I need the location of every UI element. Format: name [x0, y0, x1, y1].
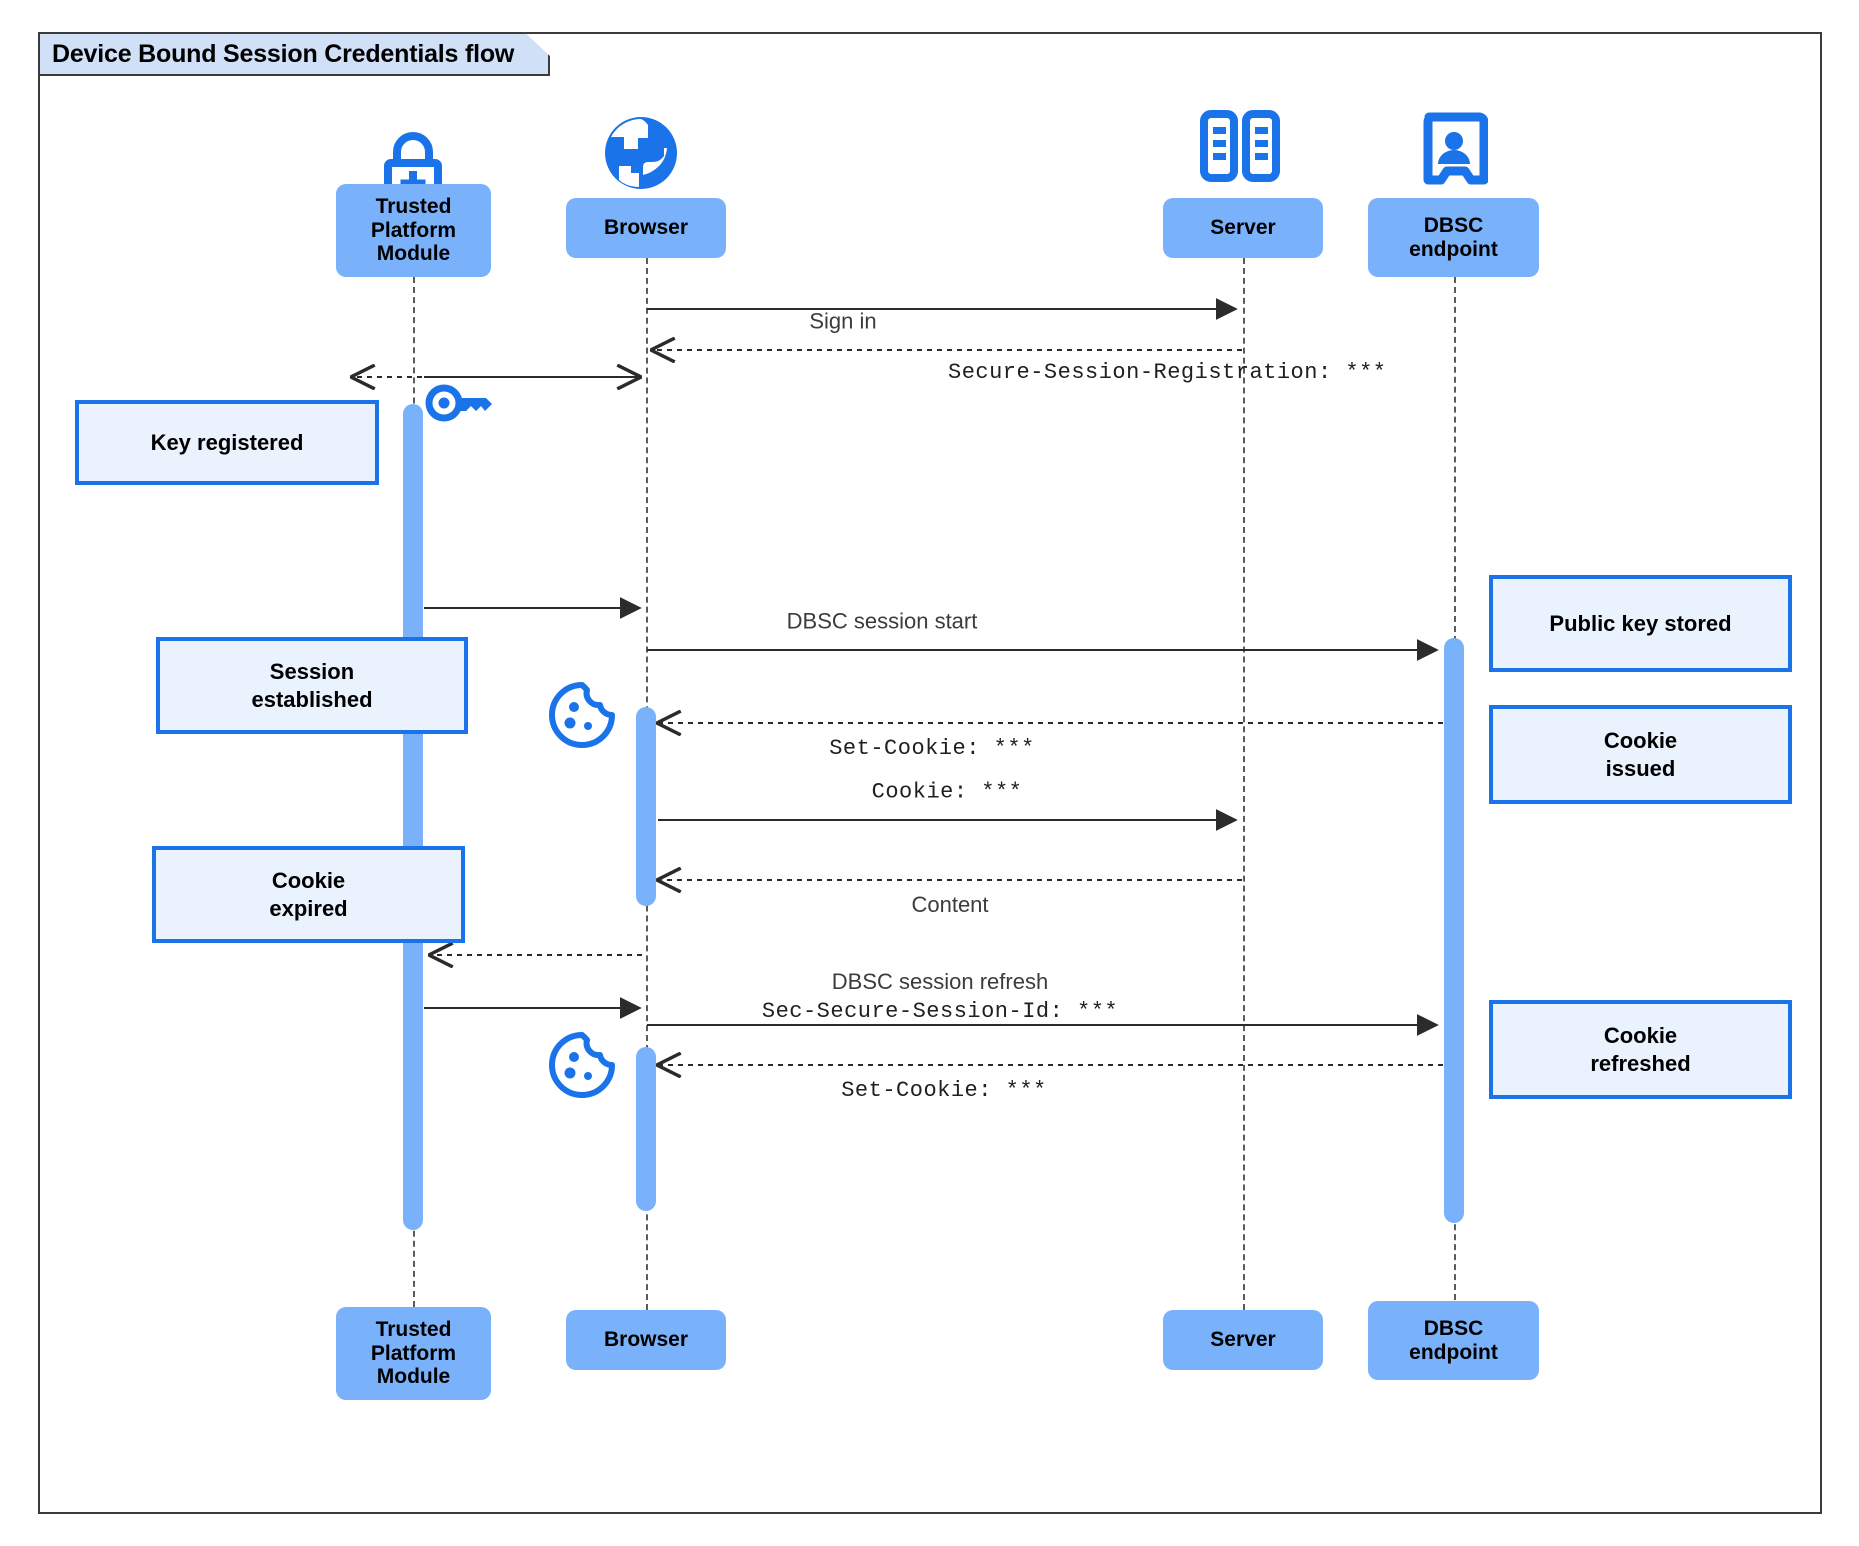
message-label-sign-in: Sign in — [809, 308, 877, 334]
key-icon — [424, 380, 496, 426]
participant-server-bottom[interactable]: Server — [1163, 1310, 1323, 1370]
globe-icon — [602, 114, 680, 192]
participant-server-top[interactable]: Server — [1163, 198, 1323, 258]
note-label: Cookie expired — [269, 868, 348, 921]
message-label-dbsc-session-refresh: DBSC session refresh — [831, 969, 1049, 994]
activation-dbsc — [1444, 638, 1464, 1223]
activation-browser-1 — [636, 707, 656, 906]
participant-label: Trusted Platform Module — [370, 195, 457, 266]
note-public-key-stored: Public key stored — [1489, 575, 1792, 672]
participant-tpm-bottom[interactable]: Trusted Platform Module — [336, 1307, 491, 1400]
participant-browser-bottom[interactable]: Browser — [566, 1310, 726, 1370]
participant-label: Trusted Platform Module — [370, 1318, 457, 1389]
note-cookie-issued: Cookie issued — [1489, 705, 1792, 804]
participant-browser-top[interactable]: Browser — [566, 198, 726, 258]
message-label-content: Content — [911, 892, 989, 917]
participant-tpm-top[interactable]: Trusted Platform Module — [336, 184, 491, 277]
participant-label: Server — [1210, 1328, 1276, 1352]
note-key-registered: Key registered — [75, 400, 379, 485]
participant-label: Server — [1210, 216, 1276, 240]
message-label-set-cookie-1: Set-Cookie: *** — [829, 736, 1035, 761]
note-session-established: Session established — [156, 637, 468, 734]
participant-dbsc-top[interactable]: DBSC endpoint — [1368, 198, 1539, 277]
message-label-sec-secure-session-id: Sec-Secure-Session-Id: *** — [761, 999, 1119, 1024]
note-label: Session established — [251, 659, 373, 712]
servers-icon — [1199, 110, 1281, 182]
message-label-secure-session-registration: Secure-Session-Registration: *** — [948, 360, 1387, 385]
message-label-cookie: Cookie: *** — [871, 779, 1023, 805]
diagram-title: Device Bound Session Credentials flow — [52, 39, 515, 68]
id-badge-icon — [1420, 112, 1488, 190]
note-cookie-refreshed: Cookie refreshed — [1489, 1000, 1792, 1099]
participant-label: Browser — [603, 1328, 689, 1352]
note-label: Cookie refreshed — [1590, 1023, 1691, 1076]
note-label: Cookie issued — [1603, 728, 1678, 781]
diagram-frame-tab: Device Bound Session Credentials flow — [38, 32, 550, 76]
message-label-dbsc-session-start: DBSC session start — [786, 608, 978, 634]
cookie-icon — [548, 681, 616, 749]
participant-label: DBSC endpoint — [1409, 213, 1498, 261]
activation-tpm — [403, 404, 423, 1230]
participant-dbsc-bottom[interactable]: DBSC endpoint — [1368, 1301, 1539, 1380]
participant-label: Browser — [603, 216, 689, 240]
note-cookie-expired: Cookie expired — [152, 846, 465, 943]
note-label: Public key stored — [1549, 610, 1732, 636]
activation-browser-2 — [636, 1047, 656, 1211]
message-label-set-cookie-2: Set-Cookie: *** — [841, 1078, 1047, 1103]
cookie-icon — [548, 1031, 616, 1099]
lifeline-server — [1243, 258, 1245, 1310]
note-label: Key registered — [150, 429, 304, 455]
participant-label: DBSC endpoint — [1409, 1316, 1498, 1364]
